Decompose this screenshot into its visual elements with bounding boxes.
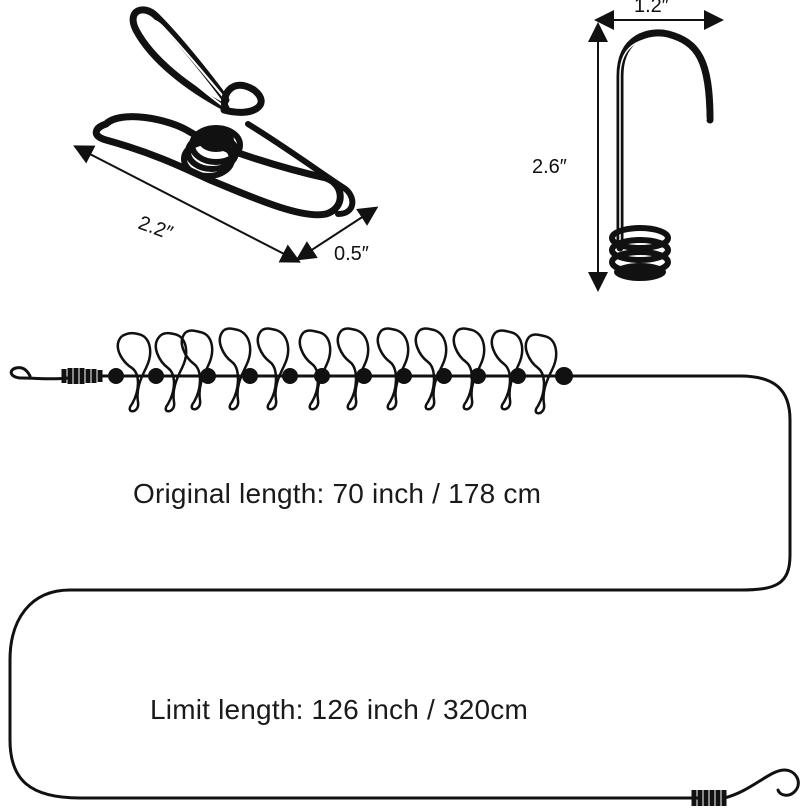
hook-height-label: 2.6″: [532, 156, 567, 178]
clip: [336, 327, 370, 411]
cord-left-hook: [9, 366, 70, 381]
bead: [108, 368, 124, 384]
hook-width-label: 1.2″: [634, 0, 669, 17]
beads-and-clips: [108, 327, 573, 415]
hook-dimension-lines: 1.2″ 2.6″: [532, 0, 724, 292]
clip: [116, 331, 152, 413]
clip: [298, 329, 332, 411]
clip: [218, 327, 252, 411]
clip: [154, 331, 188, 413]
clothesline-cord: [8, 366, 800, 806]
clip-wire-loop-top: [129, 6, 230, 112]
clip-wire-loop-top-inner: [143, 18, 227, 109]
hook-wire-highlight: [619, 38, 707, 248]
clip: [524, 333, 558, 415]
clip-jaw-upper: [220, 81, 265, 116]
limit-length-caption: Limit length: 126 inch / 320cm: [150, 694, 528, 725]
clip: [452, 327, 486, 411]
bead: [242, 368, 258, 384]
clip: [376, 327, 410, 411]
cord-left-spring: [61, 368, 103, 384]
hook-coil-1: [609, 225, 671, 251]
hook-spring-coils: [609, 225, 671, 281]
bead: [282, 368, 298, 384]
clip-length-arrow: [73, 145, 301, 263]
clip-spring-coil-4: [198, 128, 234, 152]
clip-detail: [92, 6, 356, 219]
bead: [148, 368, 164, 384]
clip: [256, 327, 290, 411]
original-length-caption: Original length: 70 inch / 178 cm: [133, 478, 542, 509]
clip: [414, 327, 448, 411]
clip-width-arrow: [295, 206, 379, 261]
cord-right-spring: [691, 790, 727, 806]
hook-coil-2: [609, 237, 671, 263]
hook-coil-4: [614, 263, 666, 281]
clip: [490, 329, 524, 411]
clip-length-label: 2.2″: [135, 212, 175, 245]
cord-clips: [116, 327, 558, 415]
hook-detail: [609, 29, 714, 281]
clip-width-label: 0.5″: [334, 243, 369, 265]
cord-right-hook: [722, 768, 800, 800]
clip: [180, 329, 214, 411]
bead: [555, 367, 573, 385]
cord-path: [8, 374, 792, 800]
